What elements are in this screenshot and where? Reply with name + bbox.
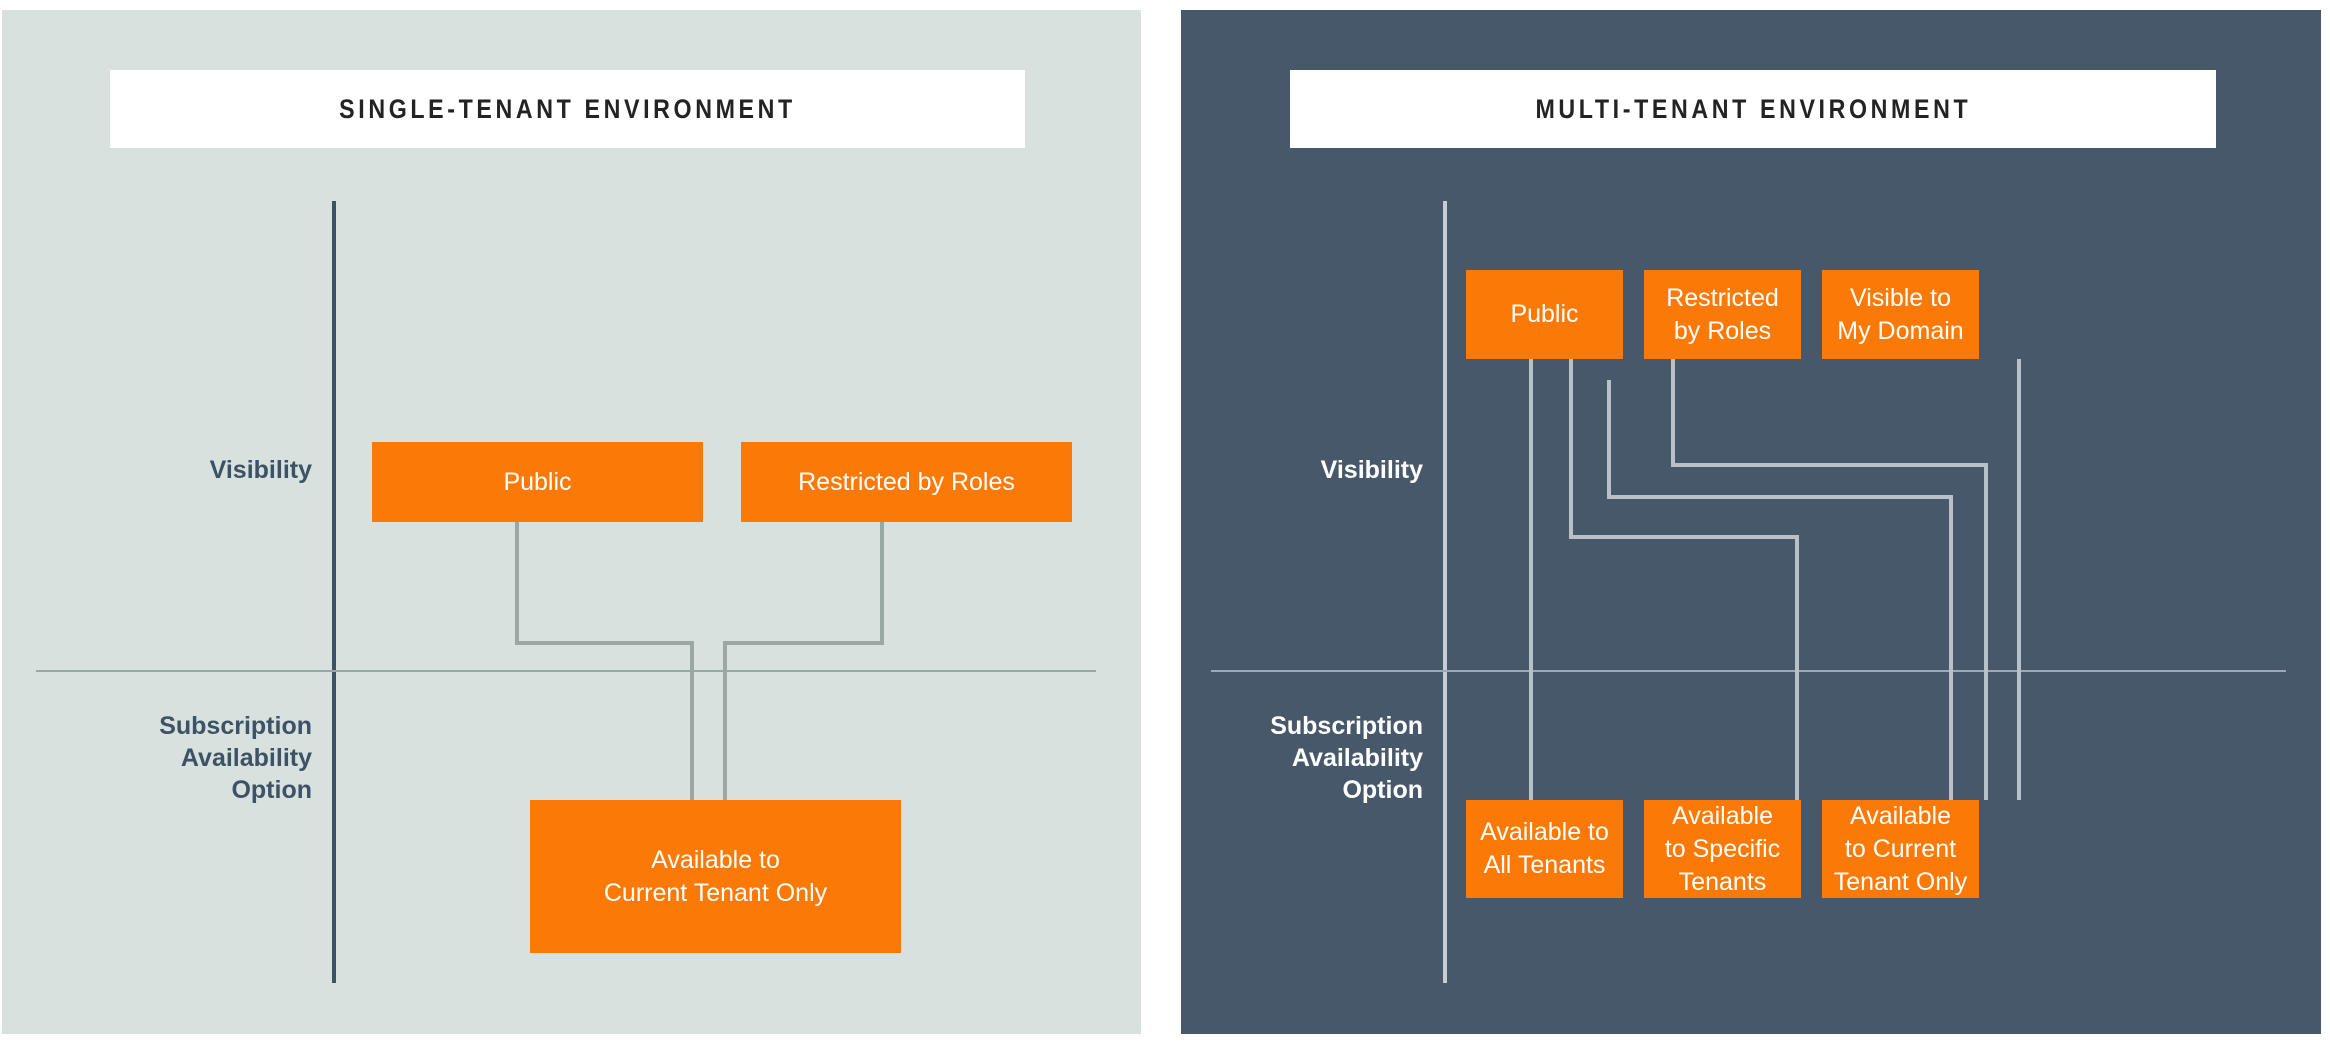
left-horizontal-divider (36, 670, 1096, 672)
left-row-label-subscription-line1: Subscription (159, 712, 312, 740)
left-node-public-label: Public (503, 467, 572, 496)
right-node-available-current-tenant-only-line1: Available (1849, 801, 1951, 830)
right-row-label-subscription: Subscription Availability Option (1181, 710, 1423, 806)
right-row-label-subscription-line3: Option (1342, 776, 1423, 804)
right-horizontal-divider (1211, 670, 2286, 672)
left-row-label-visibility: Visibility (209, 456, 312, 484)
single-tenant-title: SINGLE-TENANT ENVIRONMENT (339, 93, 796, 124)
right-vertical-axis (1443, 201, 1447, 983)
left-row-label-subscription-line2: Availability (180, 744, 312, 772)
right-node-restricted-by-roles-line2: by Roles (1673, 316, 1772, 345)
connector-public-to-specific-tenants (1569, 359, 1799, 800)
left-row-label-subscription: Subscription Availability Option (22, 710, 312, 806)
left-node-available-current-tenant-only[interactable]: Available to Current Tenant Only (530, 800, 901, 953)
right-node-available-specific-tenants-line1: Available (1671, 801, 1773, 830)
left-row-label-subscription-line3: Option (231, 776, 312, 804)
right-node-public-label: Public (1510, 300, 1579, 328)
right-node-restricted-by-roles-line1: Restricted (1666, 283, 1779, 312)
single-tenant-title-box: SINGLE-TENANT ENVIRONMENT (110, 70, 1025, 148)
right-node-available-current-tenant-only[interactable]: Available to Current Tenant Only (1822, 800, 1979, 898)
right-node-available-specific-tenants[interactable]: Available to Specific Tenants (1644, 800, 1801, 898)
right-node-available-specific-tenants-line3: Tenants (1678, 867, 1767, 896)
multi-tenant-title: MULTI-TENANT ENVIRONMENT (1535, 93, 1971, 124)
right-node-available-all-tenants-line1: Available to (1480, 818, 1609, 846)
right-node-visible-to-my-domain-line1: Visible to (1850, 283, 1951, 312)
right-node-available-specific-tenants-line2: to Specific (1664, 834, 1781, 863)
left-node-restricted-by-roles-label: Restricted by Roles (798, 467, 1015, 496)
single-tenant-panel: SINGLE-TENANT ENVIRONMENT Visibility Sub… (2, 10, 1141, 1034)
right-node-available-current-tenant-only-line2: to Current (1844, 834, 1957, 863)
left-node-public[interactable]: Public (372, 442, 703, 522)
right-node-available-all-tenants[interactable]: Available to All Tenants (1466, 800, 1623, 898)
left-node-restricted-by-roles[interactable]: Restricted by Roles (741, 442, 1072, 522)
connector-restricted-to-current-tenant (1671, 359, 1988, 800)
right-row-label-subscription-line2: Availability (1291, 744, 1423, 772)
right-node-available-current-tenant-only-line3: Tenant Only (1833, 867, 1968, 896)
right-node-available-all-tenants-line2: All Tenants (1483, 851, 1606, 879)
left-vertical-axis (332, 201, 336, 983)
left-node-available-current-tenant-only-line1: Available to (651, 845, 780, 874)
connector-restricted-to-current-tenant (723, 522, 884, 800)
right-row-label-subscription-line1: Subscription (1270, 712, 1423, 740)
right-node-visible-to-my-domain[interactable]: Visible to My Domain (1822, 270, 1979, 359)
right-node-visible-to-my-domain-line2: My Domain (1837, 316, 1964, 345)
multi-tenant-title-box: MULTI-TENANT ENVIRONMENT (1290, 70, 2216, 148)
right-row-label-visibility: Visibility (1320, 456, 1423, 484)
connector-public-to-current-tenant (1607, 380, 1953, 800)
right-node-public[interactable]: Public (1466, 270, 1623, 359)
connector-public-to-current-tenant (515, 522, 694, 800)
left-node-available-current-tenant-only-line2: Current Tenant Only (603, 878, 828, 907)
multi-tenant-panel: MULTI-TENANT ENVIRONMENT Visibility Subs… (1181, 10, 2321, 1034)
right-node-restricted-by-roles[interactable]: Restricted by Roles (1644, 270, 1801, 359)
